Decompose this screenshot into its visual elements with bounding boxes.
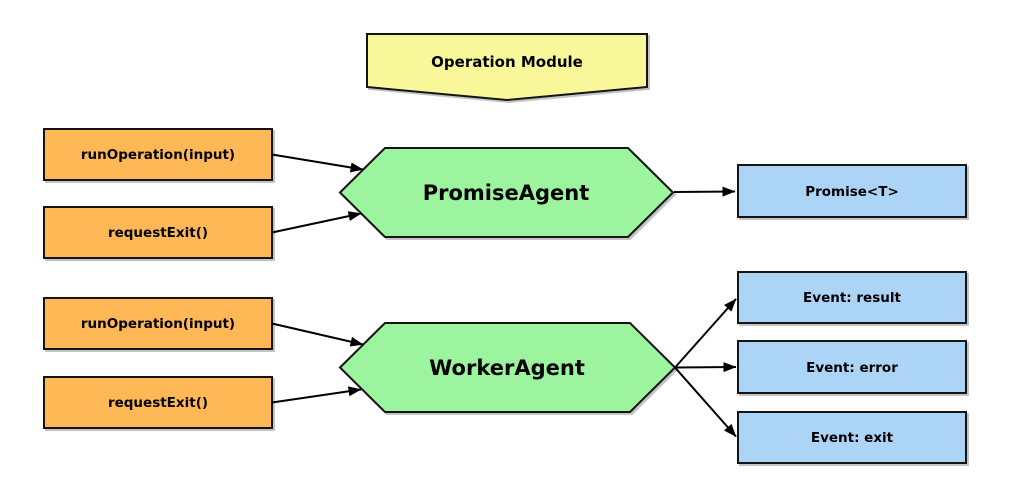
- output-label: Event: error: [806, 360, 898, 376]
- input-node-run-operation-promise: runOperation(input): [43, 128, 273, 181]
- agent-label: WorkerAgent: [429, 356, 585, 380]
- output-label: Event: result: [803, 290, 901, 306]
- agent-node-worker-agent: WorkerAgent: [338, 322, 677, 413]
- output-node-promise-t: Promise<T>: [737, 164, 967, 218]
- edge-promiseagent-to-promise-t: [673, 186, 736, 197]
- output-box: [737, 411, 967, 464]
- output-node-event-result: Event: result: [737, 271, 967, 324]
- edge-workeragent-to-event-exit: [674, 366, 737, 438]
- agent-node-promise-agent: PromiseAgent: [338, 147, 675, 238]
- input-label: runOperation(input): [81, 316, 235, 332]
- input-label: requestExit(): [108, 395, 208, 411]
- agent-hexagon: [338, 147, 675, 238]
- output-box: [737, 271, 967, 324]
- edge-runoperation-to-promiseagent: [271, 153, 364, 173]
- output-node-event-exit: Event: exit: [737, 411, 967, 464]
- edge-workeragent-to-event-result: [674, 298, 737, 369]
- input-node-request-exit-promise: requestExit(): [43, 206, 273, 259]
- edge-requestexit-to-workeragent: [271, 386, 362, 404]
- edges: [271, 153, 737, 438]
- edge-runoperation-to-workeragent: [271, 322, 364, 347]
- banner-shape: [366, 33, 648, 102]
- agent-label: PromiseAgent: [423, 181, 590, 205]
- output-label: Event: exit: [811, 430, 894, 446]
- output-label: Promise<T>: [805, 184, 899, 200]
- output-box: [737, 164, 967, 218]
- input-box: [43, 297, 273, 350]
- banner-label: Operation Module: [431, 53, 583, 71]
- edge-requestexit-to-promiseagent: [271, 211, 362, 234]
- input-box: [43, 376, 273, 429]
- input-node-run-operation-worker: runOperation(input): [43, 297, 273, 350]
- edge-workeragent-to-event-error: [674, 362, 737, 373]
- input-box: [43, 206, 273, 259]
- input-label: requestExit(): [108, 225, 208, 241]
- input-node-request-exit-worker: requestExit(): [43, 376, 273, 429]
- input-label: runOperation(input): [81, 147, 235, 163]
- output-node-event-error: Event: error: [737, 340, 967, 394]
- banner-node: Operation Module: [366, 33, 648, 102]
- output-box: [737, 340, 967, 394]
